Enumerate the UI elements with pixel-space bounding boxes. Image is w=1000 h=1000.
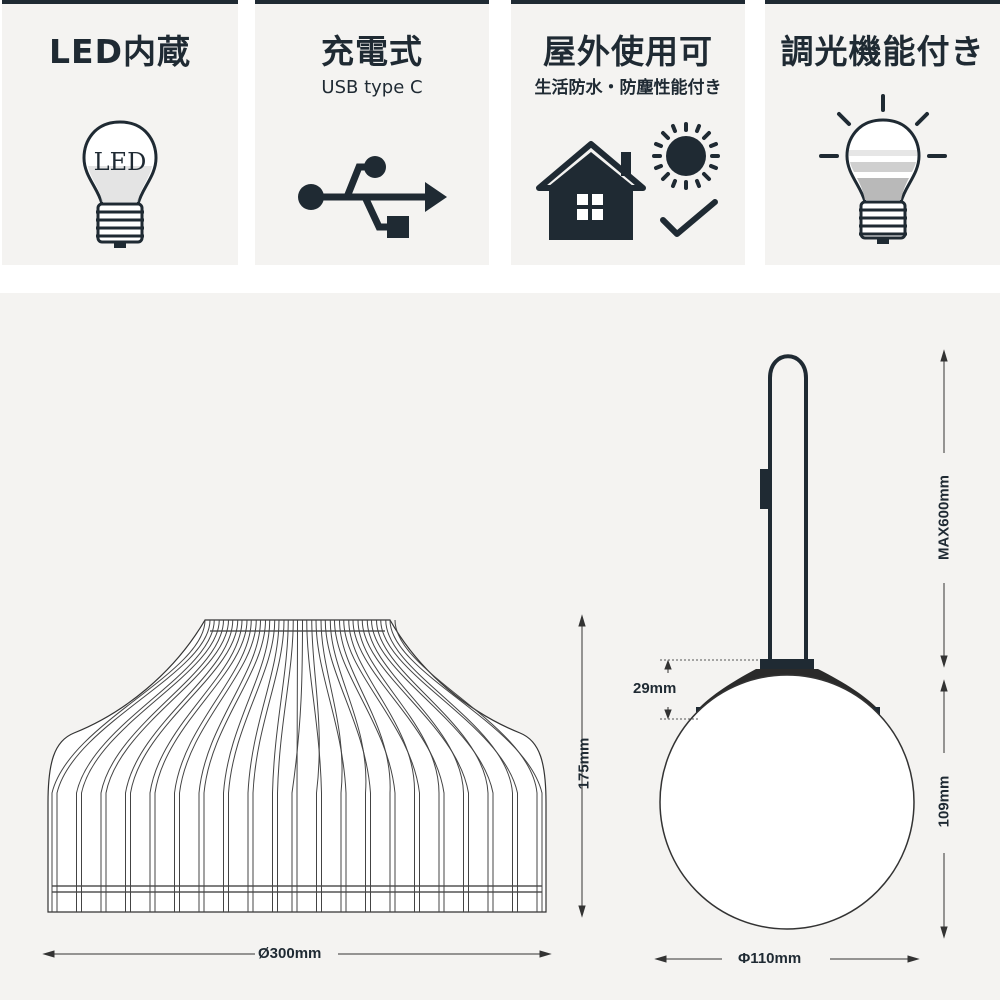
dimension-drawing: [42, 349, 948, 963]
globe-diameter-line: [654, 955, 920, 963]
shade-rib: [277, 619, 294, 912]
shade-rib: [272, 619, 289, 912]
feature-card-rechargeable: 充電式 USB type C: [255, 0, 489, 265]
shade-ribs: [51, 619, 543, 912]
shade-rib: [385, 619, 513, 912]
shade-rib: [149, 619, 243, 912]
shade-rib: [394, 619, 538, 912]
shade-rib: [348, 619, 416, 912]
shade-rib: [296, 619, 298, 912]
led-bulb-icon: LED: [82, 120, 158, 248]
cap-height-guides: [660, 659, 760, 720]
shade-rib: [366, 619, 464, 912]
shade-rib: [252, 619, 285, 912]
shade-rib: [320, 619, 343, 912]
shade-rib: [105, 619, 229, 912]
shade-width-line: [42, 950, 552, 958]
feature-title: LED内蔵: [49, 32, 191, 71]
max-length-label: MAX600mm: [935, 474, 953, 561]
shade-rib: [311, 619, 320, 912]
shade-rib: [174, 619, 252, 912]
shade-rib: [247, 619, 280, 912]
shade-rib: [51, 619, 206, 912]
shade-rib: [343, 619, 420, 912]
shade-height-line: [578, 614, 586, 918]
shade-rib: [306, 619, 322, 912]
shade-height-label: 175mm: [575, 737, 593, 790]
dimension-panel: Ø300mm 175mm 29mm 109mm MAX600mm Φ110mm: [0, 293, 1000, 1000]
check-icon: [660, 199, 718, 237]
pendant-handle: [768, 354, 808, 660]
shade-rib: [329, 619, 367, 912]
shade-rib: [81, 619, 220, 912]
shade-rib: [228, 619, 276, 912]
sun-icon: [652, 122, 720, 190]
shade-rib: [334, 619, 396, 912]
feature-subtitle: 生活防水・防塵性能付き: [534, 78, 722, 98]
shade-rib: [371, 619, 494, 912]
globe-diameter-label: Φ110mm: [738, 950, 802, 967]
feature-title: 充電式: [321, 32, 423, 71]
shade-rib: [357, 619, 440, 912]
strap-clip: [760, 469, 772, 509]
pendant-globe: [659, 674, 915, 930]
cap-height-label: 29mm: [633, 680, 677, 697]
shade-rib: [291, 619, 303, 912]
usb-icon: [298, 156, 447, 238]
house-sun-check-icon: [536, 122, 720, 240]
globe-height-line: [940, 679, 948, 939]
shade-rib: [203, 619, 266, 912]
shade-rib: [315, 619, 347, 912]
shade-rib: [154, 619, 248, 912]
globe-height-label: 109mm: [935, 775, 953, 828]
feature-card-dimmable: 調光機能付き: [765, 0, 1000, 265]
shade-rib: [380, 619, 518, 912]
max-length-line: [940, 349, 948, 668]
shade-rib: [339, 619, 391, 912]
shade-rib: [223, 619, 271, 912]
bulb-label: LED: [94, 148, 147, 176]
shade-width-label: Ø300mm: [258, 945, 322, 962]
feature-subtitle: USB type C: [321, 77, 423, 98]
shade-rib: [352, 619, 445, 912]
feature-card-outdoor: 屋外使用可 生活防水・防塵性能付き: [511, 0, 745, 265]
shade-rib: [56, 619, 211, 912]
shade-rib: [389, 619, 543, 912]
shade-rib: [376, 619, 489, 912]
shade-rib: [130, 619, 239, 912]
shade-rib: [100, 619, 224, 912]
dimmable-bulb-icon: [819, 94, 947, 244]
shade-rib: [76, 619, 215, 912]
shade-rib: [361, 619, 469, 912]
feature-card-led: LED内蔵 LED: [2, 0, 238, 265]
shade-rib: [324, 619, 371, 912]
shade-rib: [198, 619, 261, 912]
feature-title: 調光機能付き: [780, 32, 985, 71]
shade-rib: [125, 619, 234, 912]
feature-title: 屋外使用可: [543, 32, 713, 71]
shade-rib: [179, 619, 257, 912]
